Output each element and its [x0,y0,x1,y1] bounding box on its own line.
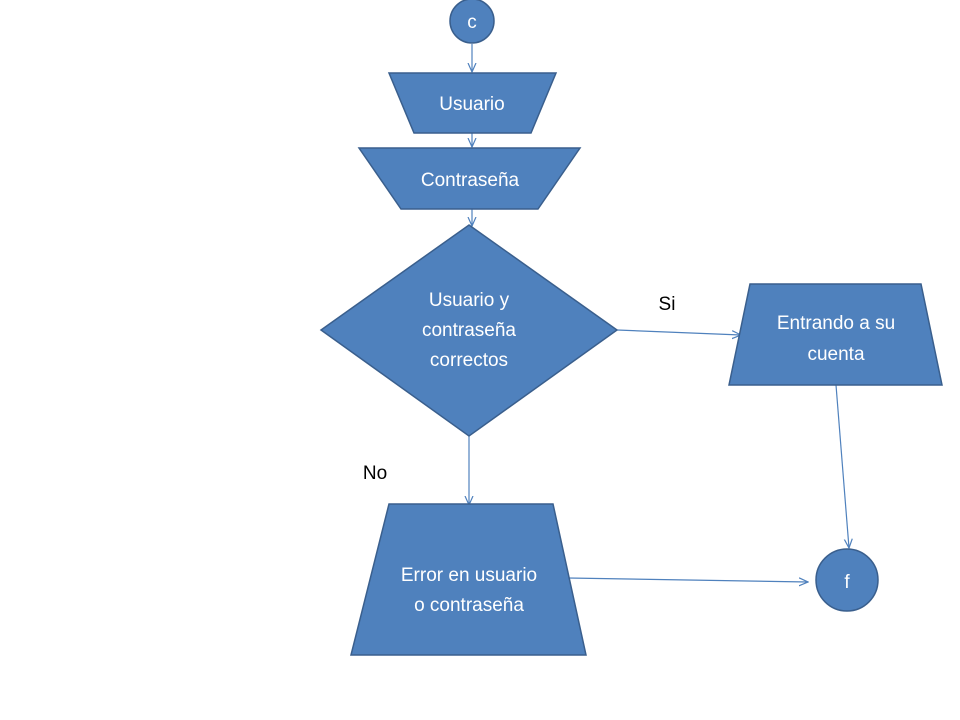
usuario-input-node: Usuario [387,72,558,134]
yes-branch-label: Si [659,294,676,315]
connector-error-to-end [567,578,808,582]
error-node: Error en usuario o contraseña [350,503,587,656]
connector-decision-to-success [616,329,741,335]
usuario-input-label: Usuario [439,94,504,115]
end-node-label: f [844,572,850,593]
no-branch-label: No [363,463,387,484]
contrasena-input-node: Contraseña [357,147,582,210]
decision-label-line-2: contraseña [422,320,516,341]
decision-label-line-1: Usuario y [429,290,510,311]
success-node: Entrando a su cuenta [728,283,943,386]
error-label-line-2: o contraseña [414,595,524,616]
connector-success-to-end [835,384,849,548]
contrasena-input-label: Contraseña [421,170,520,191]
connectors [469,44,849,582]
success-label-line-1: Entrando a su [777,313,895,334]
start-node: c [449,0,495,44]
start-node-label: c [467,12,477,33]
end-node: f [815,548,879,612]
error-label-line-1: Error en usuario [401,565,537,586]
decision-label-line-3: correctos [430,350,508,371]
decision-node: Usuario y contraseña correctos [319,224,619,437]
success-label-line-2: cuenta [807,344,864,365]
